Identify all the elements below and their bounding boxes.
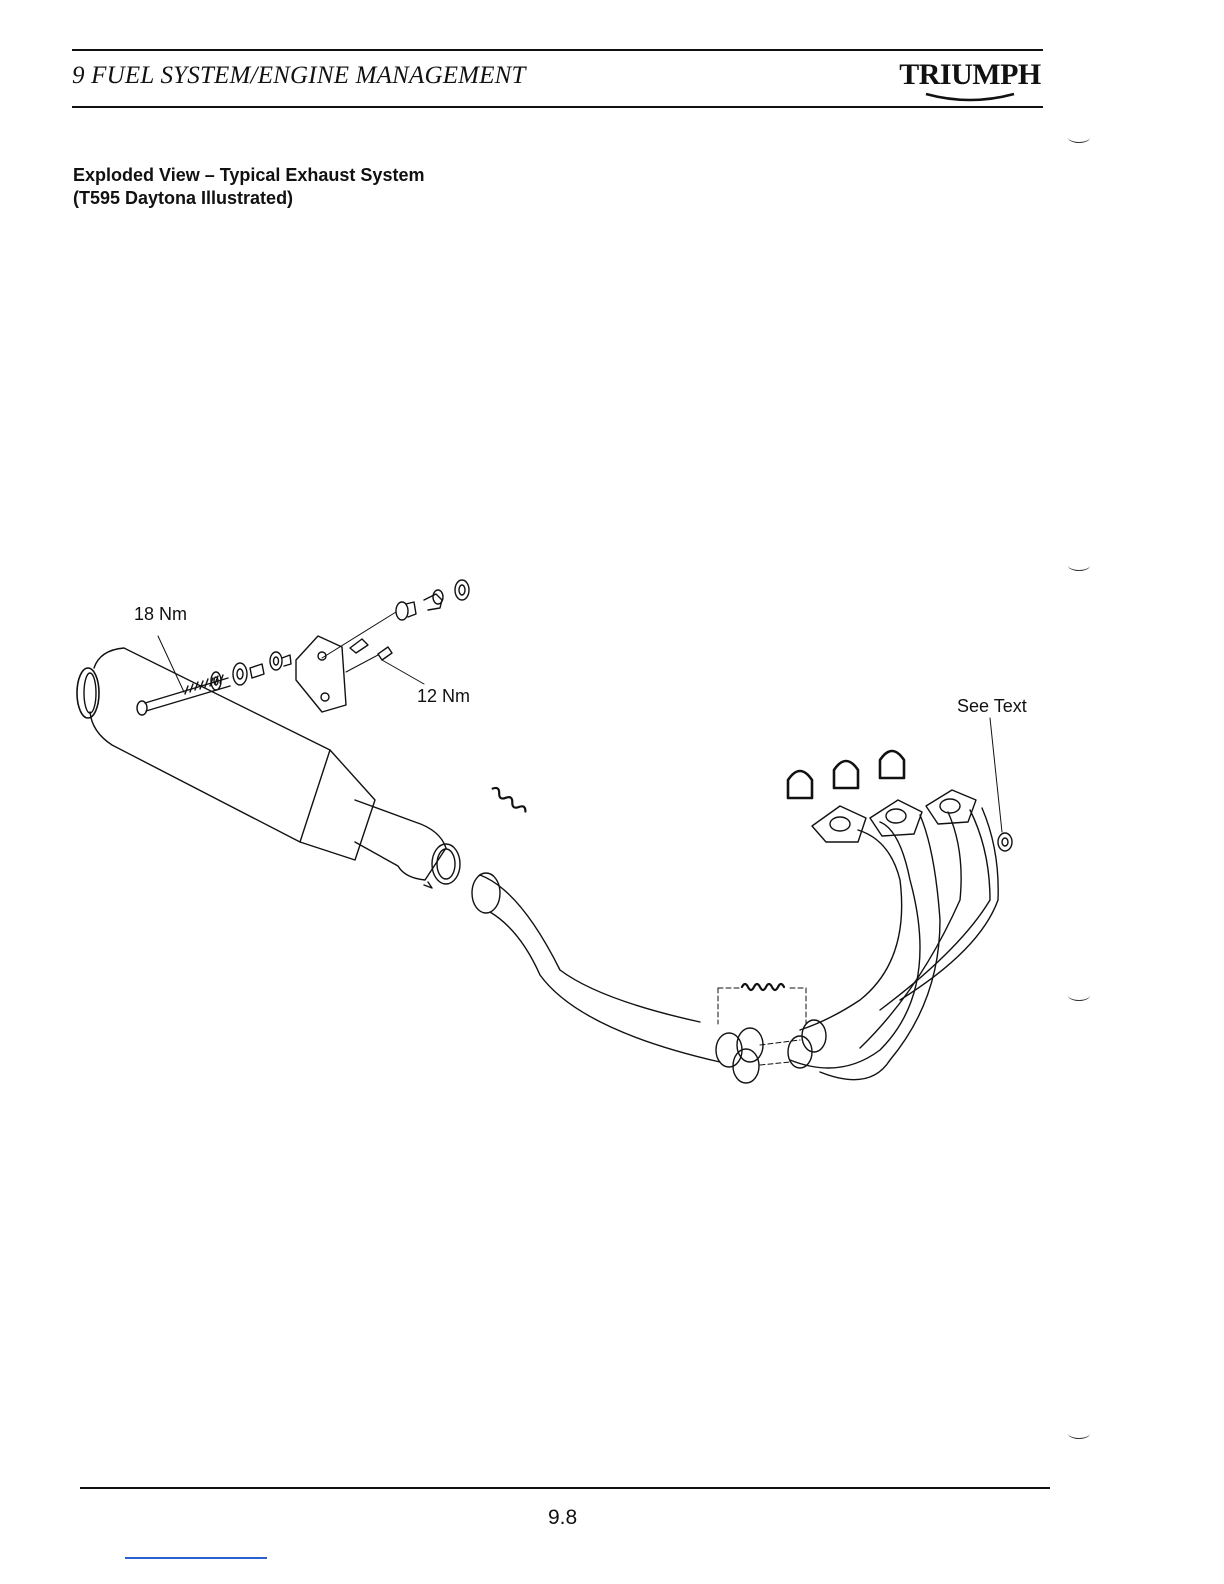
header-nut-drawing <box>990 718 1012 851</box>
torque-label-bracket-bolt: 12 Nm <box>417 686 470 707</box>
gaskets-drawing <box>788 751 904 798</box>
springs-drawing <box>491 786 806 1024</box>
margin-mark <box>1068 560 1090 571</box>
see-text-label: See Text <box>957 696 1027 717</box>
footer-rule <box>80 1487 1050 1489</box>
margin-mark <box>1068 990 1090 1001</box>
header-pipes-drawing <box>788 790 998 1080</box>
margin-mark <box>1068 132 1090 143</box>
margin-mark <box>1068 1428 1090 1439</box>
silencer-drawing <box>77 648 460 888</box>
link-pipe-drawing <box>472 873 800 1083</box>
page-number: 9.8 <box>548 1506 577 1530</box>
torque-label-silencer-bolt: 18 Nm <box>134 604 187 625</box>
scan-edge-line <box>125 1557 267 1559</box>
